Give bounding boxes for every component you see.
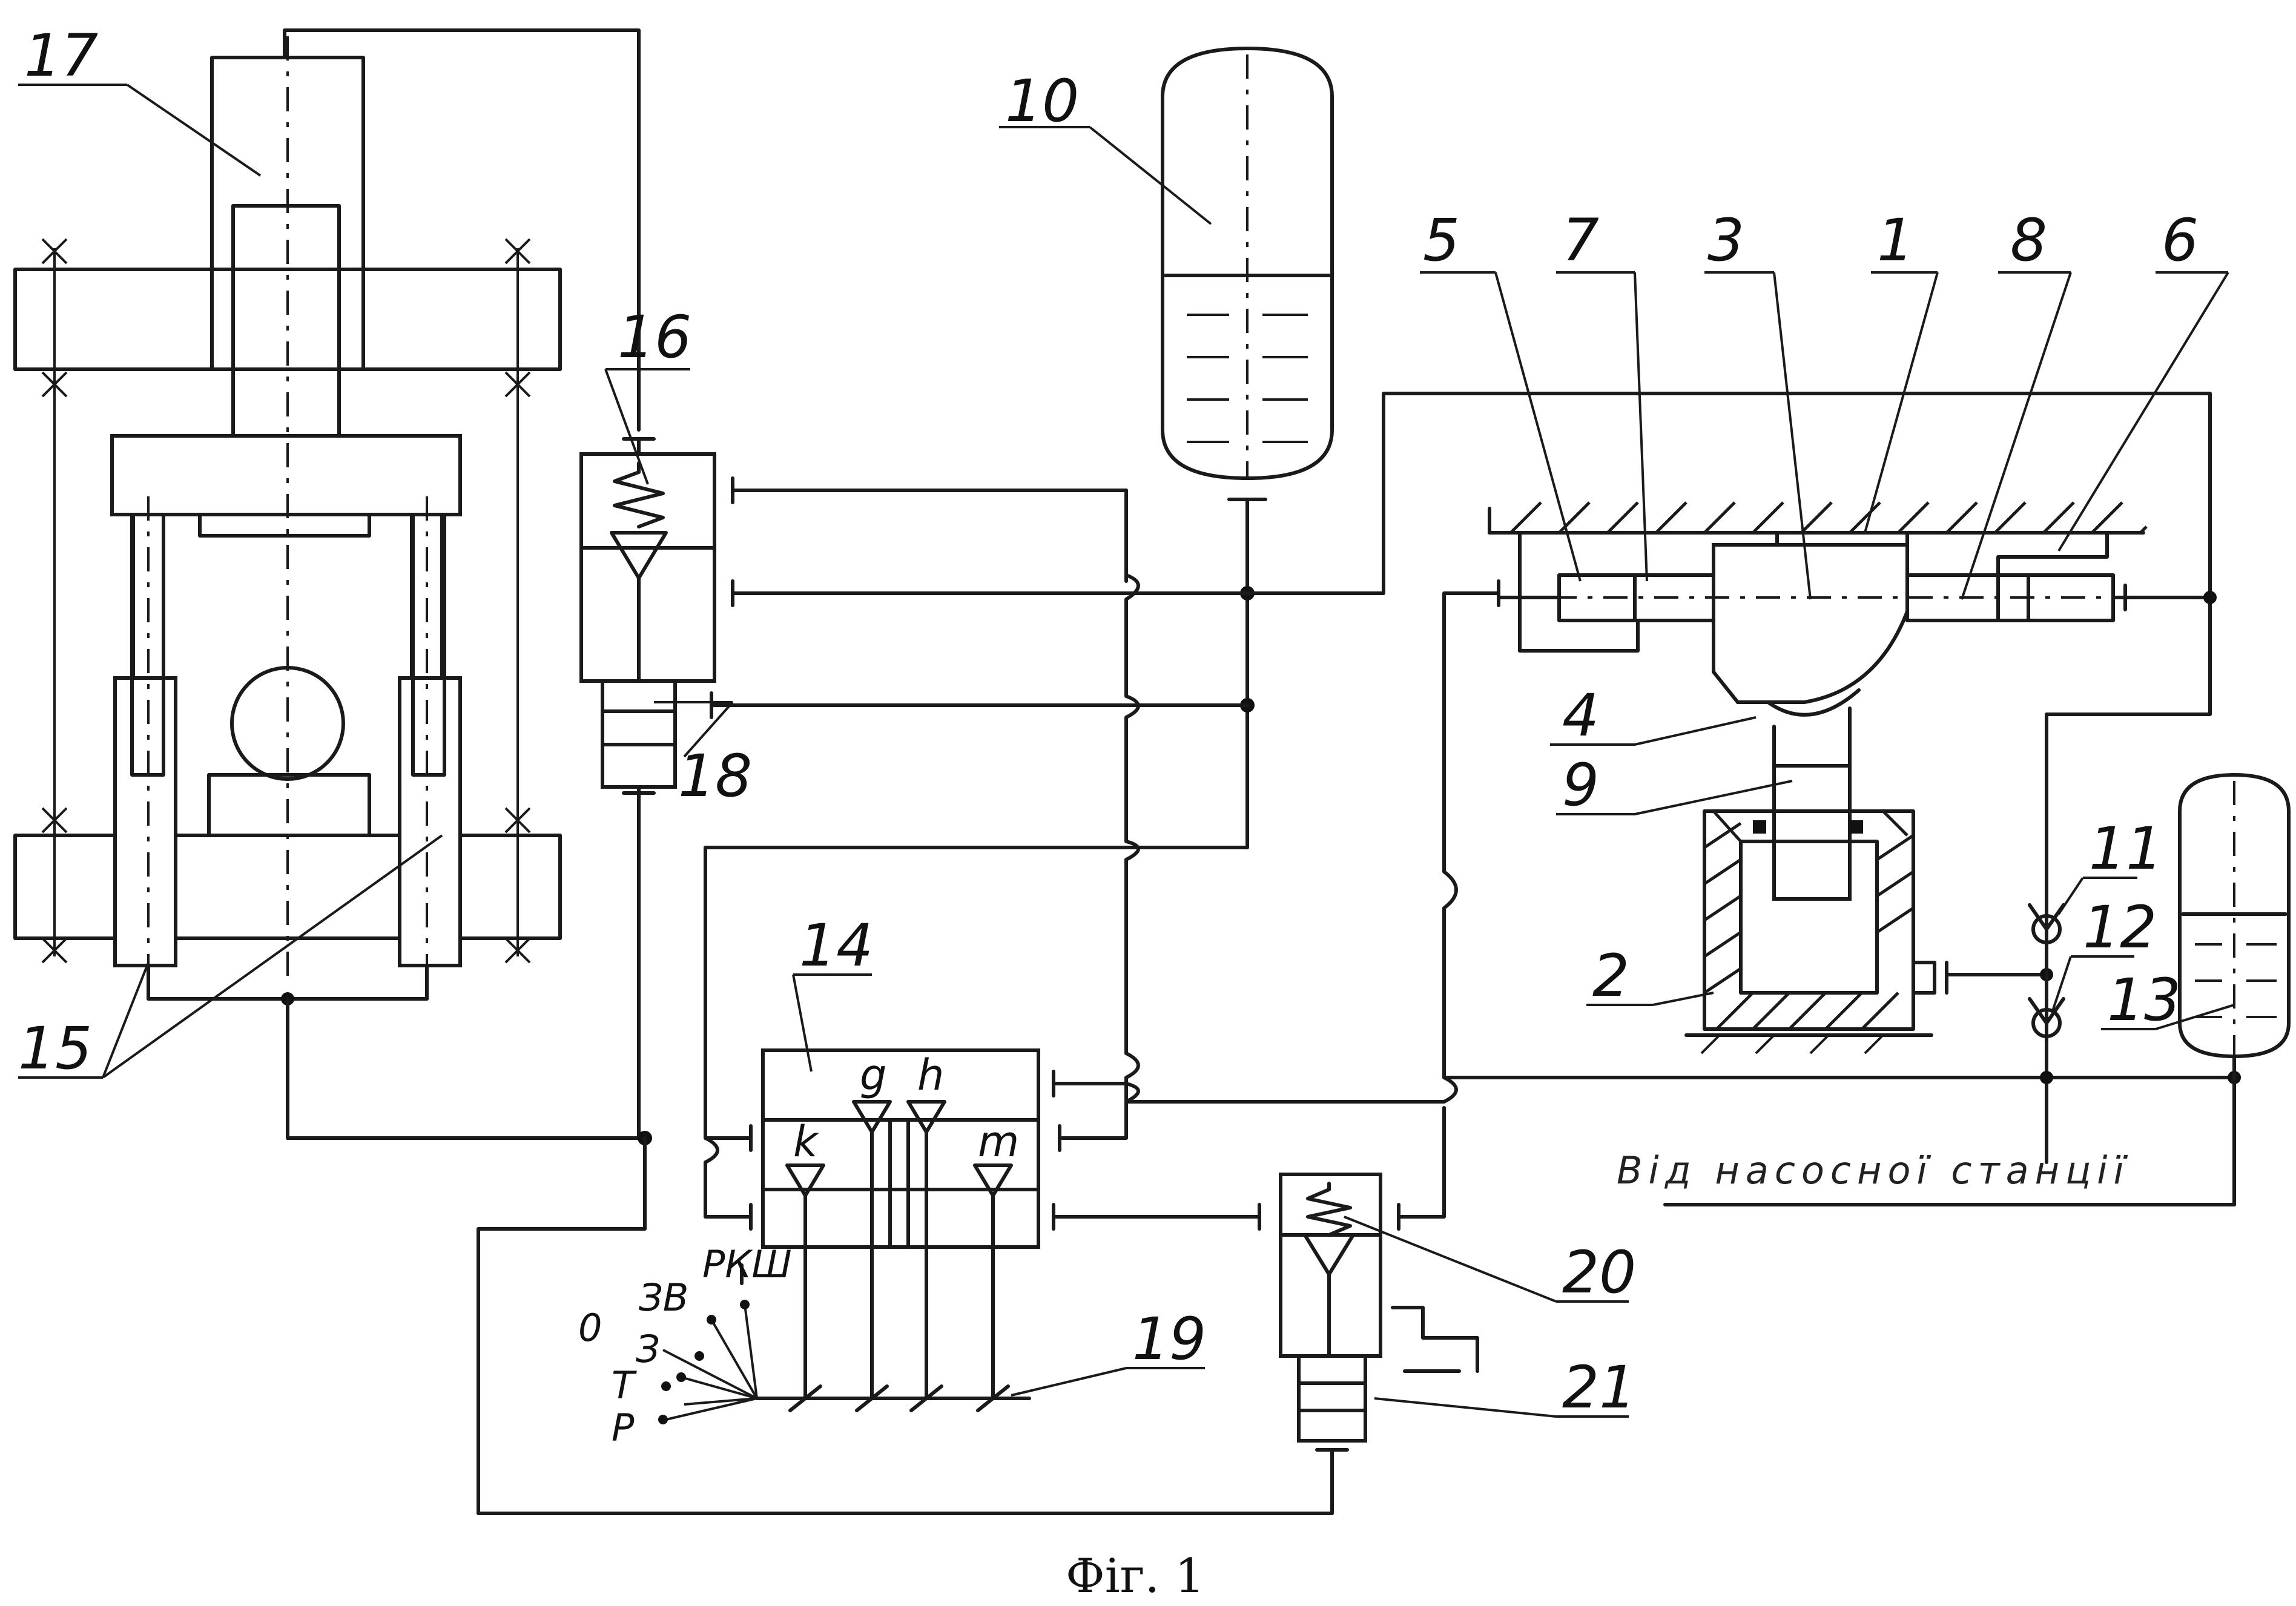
label-10: 10	[1005, 67, 1079, 135]
workpiece-roll	[230, 666, 345, 781]
label-21: 21	[1562, 1354, 1636, 1421]
leader-lines	[18, 84, 2235, 1418]
port-h-label: h	[917, 1050, 944, 1100]
label-14: 14	[799, 912, 873, 979]
plunger-9	[1772, 764, 1852, 901]
accumulator-13	[1663, 773, 2291, 1206]
port-m-label: m	[978, 1117, 1019, 1167]
label-19: 19	[1132, 1305, 1206, 1373]
label-20: 20	[1562, 1239, 1636, 1306]
label-7: 7	[1562, 206, 1599, 274]
selector-t-label: Т	[612, 1363, 637, 1407]
selector-rksh-label: РКШ	[702, 1242, 792, 1286]
label-5: 5	[1423, 206, 1460, 274]
piston-21	[1297, 1354, 1367, 1443]
cylinder-15-right	[398, 676, 462, 967]
selector-0-label: 0	[578, 1306, 602, 1350]
die-upper	[198, 513, 371, 538]
label-15: 15	[18, 1015, 92, 1082]
selector-p-label: Р	[612, 1406, 635, 1450]
label-16: 16	[618, 303, 691, 371]
label-6: 6	[2162, 206, 2199, 274]
label-13: 13	[2107, 966, 2181, 1034]
cylinder-17-rod	[231, 204, 341, 438]
roller-4	[1766, 688, 1861, 717]
accumulator-10	[1161, 47, 1334, 849]
port-k-label: k	[793, 1117, 819, 1167]
label-11: 11	[2089, 815, 2163, 883]
wedge-3	[1712, 543, 1909, 704]
valve-14	[761, 1048, 1040, 1400]
label-1: 1	[1877, 206, 1914, 274]
valve-20	[1279, 1173, 1479, 1452]
selector-3b-label: ЗВ	[639, 1275, 688, 1320]
moving-plate	[110, 434, 462, 516]
label-4: 4	[1562, 682, 1599, 749]
label-12: 12	[2083, 894, 2157, 961]
press-frame-assembly	[13, 36, 647, 1140]
selector-19	[658, 1263, 1031, 1424]
label-18: 18	[678, 742, 752, 810]
piston-18	[601, 679, 677, 789]
label-9: 9	[1562, 751, 1599, 819]
figure-caption: Фіг. 1	[1066, 1549, 1205, 1604]
label-8: 8	[2010, 206, 2047, 274]
upper-crossbeam	[13, 268, 562, 371]
label-2: 2	[1592, 942, 1629, 1010]
workpiece-support	[207, 773, 371, 837]
valve-16	[579, 437, 716, 1140]
check-valves-11-12	[2028, 903, 2065, 1079]
selector-3-label: З	[636, 1327, 660, 1371]
label-3: 3	[1707, 206, 1744, 274]
supply-note: Від насосної станції	[1617, 1148, 2130, 1193]
label-17: 17	[24, 22, 98, 90]
cylinder-15-left	[113, 676, 177, 967]
mechanism-assembly	[1488, 501, 2212, 1055]
port-g-label: g	[860, 1050, 886, 1100]
